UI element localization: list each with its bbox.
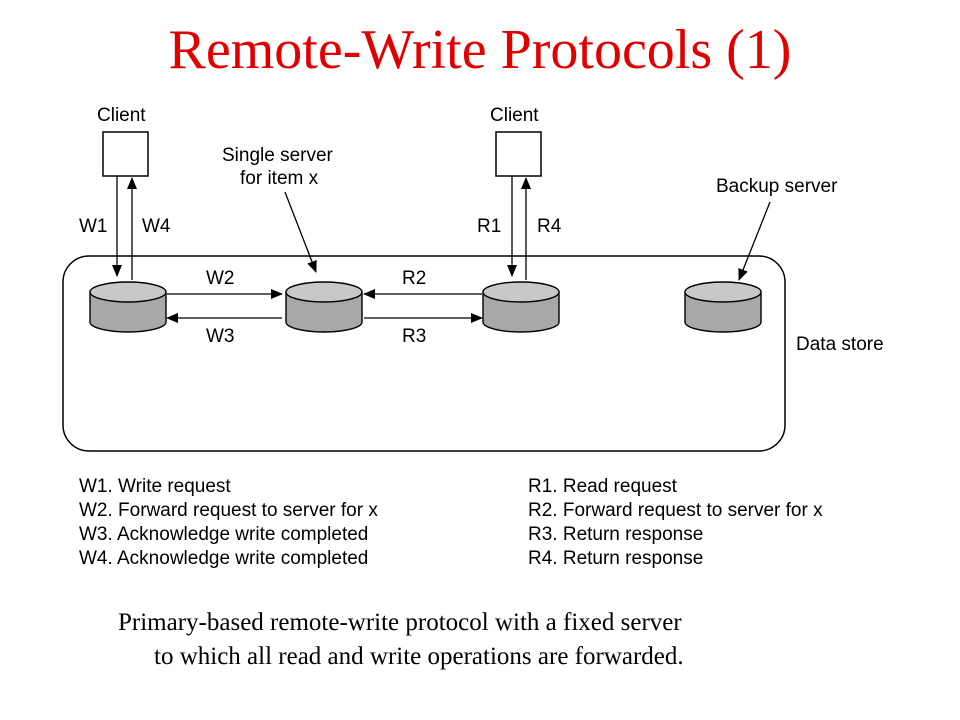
- arrow-label-r4: R4: [537, 216, 562, 237]
- server-right: [482, 281, 560, 333]
- arrow-label-w1: W1: [79, 216, 108, 237]
- arrow-label-r2: R2: [402, 268, 426, 289]
- backup-server-pointer: [738, 201, 771, 281]
- server-backup: [684, 281, 762, 333]
- arrow-label-w4: W4: [142, 216, 171, 237]
- arrow-label-r3: R3: [402, 326, 426, 347]
- legend-w3: W3. Acknowledge write completed: [79, 524, 368, 545]
- backup-server-label: Backup server: [716, 176, 838, 197]
- legend-r4: R4. Return response: [528, 548, 703, 569]
- figure-caption: Primary-based remote-write protocol with…: [118, 606, 878, 674]
- single-server-pointer: [284, 191, 317, 273]
- client-left-box: [102, 131, 149, 177]
- legend-w4: W4. Acknowledge write completed: [79, 548, 368, 569]
- caption-line-1: Primary-based remote-write protocol with…: [118, 609, 682, 636]
- data-store-boundary: [62, 255, 786, 452]
- server-primary-x: [285, 281, 363, 333]
- single-server-label-line2: for item x: [240, 168, 319, 189]
- client-right-label: Client: [490, 105, 539, 126]
- single-server-label-line1: Single server: [222, 145, 334, 166]
- legend-w2: W2. Forward request to server for x: [79, 500, 378, 521]
- server-left: [89, 281, 167, 333]
- caption-line-2: to which all read and write operations a…: [154, 643, 684, 670]
- arrow-label-r1: R1: [477, 216, 501, 237]
- legend-r1: R1. Read request: [528, 476, 678, 497]
- slide-title: Remote-Write Protocols (1): [168, 19, 792, 81]
- client-left-label: Client: [97, 105, 146, 126]
- data-store-label: Data store: [796, 334, 884, 355]
- client-right-box: [495, 131, 542, 177]
- legend-r3: R3. Return response: [528, 524, 703, 545]
- legend-w1: W1. Write request: [79, 476, 231, 497]
- legend-r2: R2. Forward request to server for x: [528, 500, 823, 521]
- arrow-label-w3: W3: [206, 326, 235, 347]
- arrow-label-w2: W2: [206, 268, 235, 289]
